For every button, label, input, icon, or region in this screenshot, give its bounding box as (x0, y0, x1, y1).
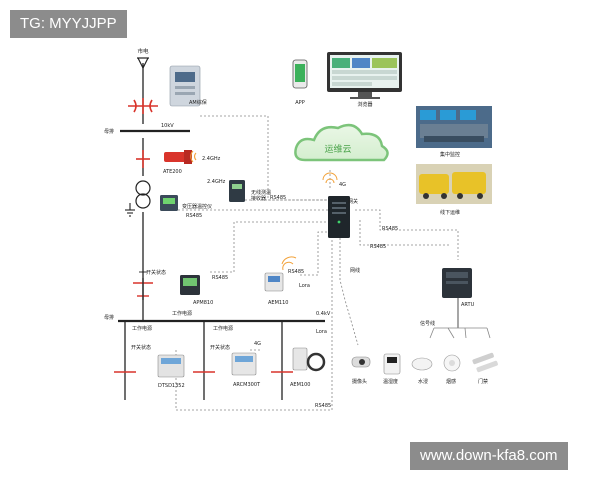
lora-aem110-label: Lora (299, 283, 310, 289)
comm-lines (175, 115, 459, 411)
rs485-apm-label: RS485 (212, 275, 228, 281)
smoke-sensor-label: 烟感 (446, 378, 456, 385)
work-power-top-label: 工作电源 (172, 310, 192, 317)
water-sensor-icon (411, 357, 433, 371)
hv-breaker-2-icon (136, 150, 150, 168)
incoming-arrow-icon (137, 57, 149, 69)
wireless-receiver-label-2: 接收器 (251, 195, 266, 202)
incoming-label: 市电 (137, 47, 149, 55)
watermark-top: TG: MYYJJPP (10, 10, 127, 38)
bus-04kv-voltage: 0.4kV (316, 311, 331, 317)
switch-status-mid-label: 开关状态 (210, 344, 230, 351)
bus-10kv-label: 母排 (104, 128, 114, 135)
dts1352-device (157, 354, 185, 378)
wireless-receiver-label-1: 无线测温 (251, 189, 271, 196)
am-protect-device (169, 65, 201, 107)
rs485-gw1-label: RS485 (382, 226, 398, 232)
temp-humidity-icon (383, 353, 401, 375)
artu-label: ARTU (461, 302, 475, 308)
switch-status-left-label: 开关状态 (131, 344, 151, 351)
app-phone-icon (292, 59, 308, 89)
aem110-device (264, 272, 284, 292)
am-protect-label: AM综保 (189, 99, 207, 106)
switch-status-top-label: 开关状态 (146, 269, 166, 276)
browser-label: 浏览器 (357, 101, 372, 108)
signal-line-tree (429, 327, 491, 339)
offline-ops-label: 线下运维 (440, 209, 460, 216)
rs485-aem-label: RS485 (288, 269, 304, 275)
lv-branches (124, 321, 283, 400)
smoke-sensor-icon (443, 354, 461, 372)
central-monitor-photo (416, 106, 492, 148)
cloud-label: 运维云 (324, 143, 351, 155)
lora-aem100-label: Lora (316, 329, 327, 335)
transformer-temp-label: 变压器温控仪 (182, 203, 212, 210)
aem100-device (292, 347, 326, 372)
water-sensor-label: 水浸 (418, 378, 428, 385)
arcm300t-label: ARCM300T (233, 382, 261, 388)
work-power-left-label: 工作电源 (132, 325, 152, 332)
artu-device (442, 268, 472, 298)
wifi-24g-2-label: 2.4GHz (207, 179, 226, 185)
camera-icon (351, 356, 371, 368)
rs485-gw2-label: RS485 (370, 244, 386, 250)
lora-wifi-icon (281, 256, 297, 271)
temp-humidity-label: 温湿度 (383, 378, 398, 385)
ground-icon (125, 203, 135, 217)
rs485-temp-label: RS485 (186, 213, 202, 219)
watermark-bottom: www.down-kfa8.com (410, 442, 568, 470)
app-label: APP (295, 100, 304, 106)
wifi-icon (190, 150, 197, 163)
wireless-receiver-device (229, 180, 245, 202)
dts1352-label: DTSD1352 (158, 383, 185, 389)
signal-4g-mid-label: 4G (254, 341, 261, 347)
ate200-sensor-icon (164, 150, 192, 164)
gateway-device (328, 196, 350, 238)
switch-status-arrow-icon (139, 268, 147, 278)
apm810-label: APM810 (193, 300, 213, 306)
bus-04kv-label: 母排 (104, 314, 114, 321)
bus-10kv-voltage: 10kV (161, 123, 174, 129)
work-power-mid-label: 工作电源 (213, 325, 233, 332)
aem110-label: AEM110 (268, 300, 288, 306)
browser-monitor-icon (327, 52, 402, 99)
apm810-device (180, 275, 200, 295)
aem100-label: AEM100 (290, 382, 310, 388)
rs485-recv-label: RS485 (270, 195, 286, 201)
arcm300t-device (231, 352, 257, 376)
network-line-label: 网线 (350, 267, 360, 274)
cloud-icon (294, 123, 389, 162)
transformer-icon (135, 180, 151, 209)
gateway-label: 网关 (348, 198, 358, 205)
offline-ops-photo (416, 164, 492, 204)
rs485-bottom-label: RS485 (315, 403, 331, 409)
signal-line-label: 信号线 (420, 320, 435, 327)
door-sensor-label: 门禁 (478, 378, 488, 385)
camera-label: 摄像头 (352, 378, 367, 385)
signal-4g-icon (322, 172, 338, 184)
wifi-24g-1-label: 2.4GHz (202, 156, 221, 162)
central-monitor-label: 集中监控 (440, 151, 460, 158)
door-sensor-icon (472, 352, 498, 373)
signal-4g-label: 4G (339, 182, 346, 188)
ate200-label: ATE200 (163, 169, 182, 175)
hv-breaker-icon (128, 98, 158, 114)
